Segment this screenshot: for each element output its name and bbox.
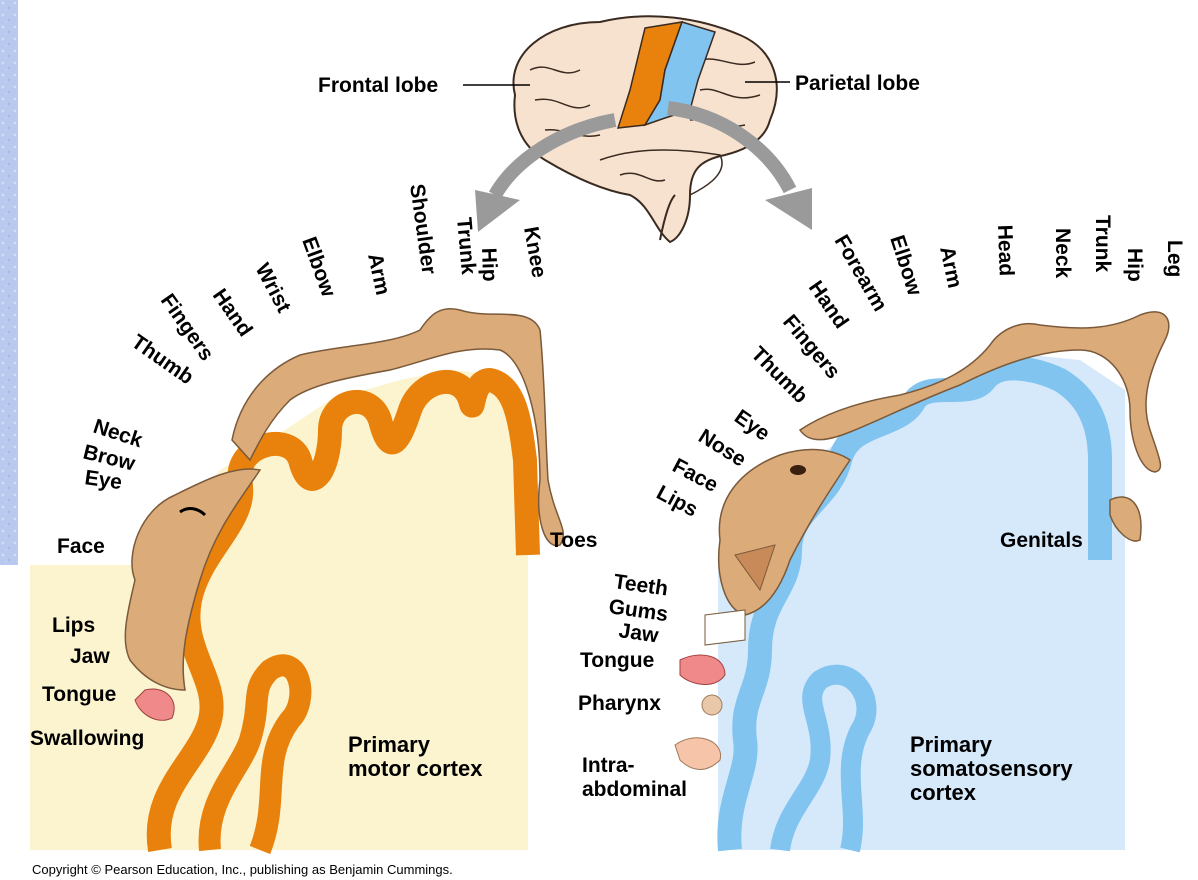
- motor-label-jaw: Jaw: [70, 645, 110, 668]
- sensory-label-intra-line2: abdominal: [582, 778, 687, 801]
- sensory-title-line2: somatosensory: [910, 756, 1073, 781]
- sensory-label-leg: Leg: [1163, 240, 1186, 277]
- sensory-label-neck: Neck: [1051, 228, 1074, 279]
- sensory-label-tongue: Tongue: [580, 649, 654, 672]
- sensory-title-line3: cortex: [910, 780, 977, 805]
- motor-label-toes: Toes: [550, 529, 597, 552]
- motor-label-hip: Hip: [477, 247, 501, 282]
- sensory-label-intra-line1: Intra-: [582, 754, 635, 777]
- sensory-label-pharynx: Pharynx: [578, 692, 661, 715]
- motor-label-tongue: Tongue: [42, 683, 116, 706]
- motor-title-line1: Primary: [348, 732, 431, 757]
- motor-label-face: Face: [57, 535, 105, 558]
- white-panel-lower-left: [0, 565, 30, 880]
- motor-title-line2: motor cortex: [348, 756, 483, 781]
- sensory-label-genitals: Genitals: [1000, 529, 1083, 552]
- sensory-label-hip: Hip: [1123, 248, 1146, 282]
- copyright-notice: Copyright © Pearson Education, Inc., pub…: [32, 862, 453, 877]
- frontal-lobe-label: Frontal lobe: [318, 74, 438, 97]
- motor-label-lips: Lips: [52, 614, 95, 637]
- parietal-lobe-label: Parietal lobe: [795, 72, 920, 95]
- sensory-title-line1: Primary: [910, 732, 993, 757]
- sensory-label-trunk: Trunk: [1091, 215, 1114, 272]
- motor-label-swallowing: Swallowing: [30, 727, 144, 750]
- sensory-label-head: Head: [993, 224, 1018, 276]
